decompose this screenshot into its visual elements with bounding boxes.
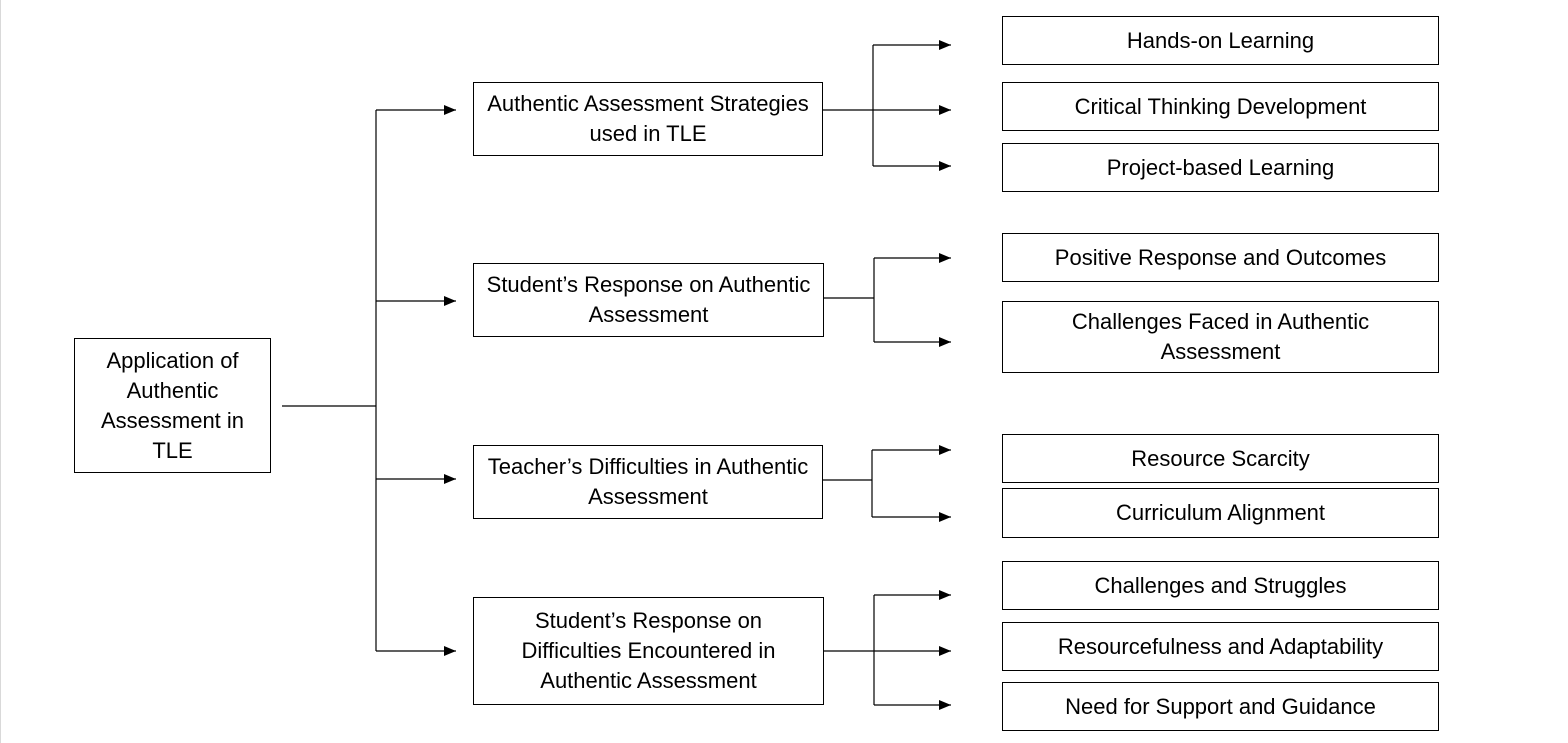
item-2-1-label: Positive Response and Outcomes <box>1054 244 1387 270</box>
category-node-4: Student’s Response on Difficulties Encou… <box>473 597 824 705</box>
item-node-1-2: Critical Thinking Development <box>1002 82 1439 131</box>
item-node-4-2: Resourcefulness and Adaptability <box>1002 622 1439 671</box>
category-2-label: Student’s Response on Authentic Assessme… <box>486 272 811 327</box>
item-2-2-label: Challenges Faced in Authentic Assessment <box>1071 309 1370 364</box>
item-4-2-label: Resourcefulness and Adaptability <box>1057 633 1384 659</box>
item-4-1-label: Challenges and Struggles <box>1094 572 1347 598</box>
item-1-3-label: Project-based Learning <box>1106 154 1335 180</box>
item-node-1-1: Hands-on Learning <box>1002 16 1439 65</box>
category-1-label: Authentic Assessment Strategies used in … <box>487 91 809 146</box>
page-left-border <box>0 0 1 743</box>
item-node-3-2: Curriculum Alignment <box>1002 488 1439 538</box>
item-3-2-label: Curriculum Alignment <box>1115 500 1326 525</box>
root-node-label: Application of Authentic Assessment in T… <box>100 347 245 463</box>
category-node-3: Teacher’s Difficulties in Authentic Asse… <box>473 445 823 519</box>
category-node-2: Student’s Response on Authentic Assessme… <box>473 263 824 337</box>
item-node-1-3: Project-based Learning <box>1002 143 1439 192</box>
item-1-1-label: Hands-on Learning <box>1126 27 1315 53</box>
item-4-3-label: Need for Support and Guidance <box>1065 693 1376 719</box>
category-node-1: Authentic Assessment Strategies used in … <box>473 82 823 156</box>
category-4-label: Student’s Response on Difficulties Encou… <box>521 608 776 693</box>
item-1-2-label: Critical Thinking Development <box>1074 93 1367 119</box>
item-node-2-1: Positive Response and Outcomes <box>1002 233 1439 282</box>
item-node-4-1: Challenges and Struggles <box>1002 561 1439 610</box>
item-node-2-2: Challenges Faced in Authentic Assessment <box>1002 301 1439 373</box>
category-3-label: Teacher’s Difficulties in Authentic Asse… <box>487 454 809 509</box>
item-node-3-1: Resource Scarcity <box>1002 434 1439 483</box>
item-node-4-3: Need for Support and Guidance <box>1002 682 1439 731</box>
item-3-1-label: Resource Scarcity <box>1131 445 1310 471</box>
root-node: Application of Authentic Assessment in T… <box>74 338 271 473</box>
